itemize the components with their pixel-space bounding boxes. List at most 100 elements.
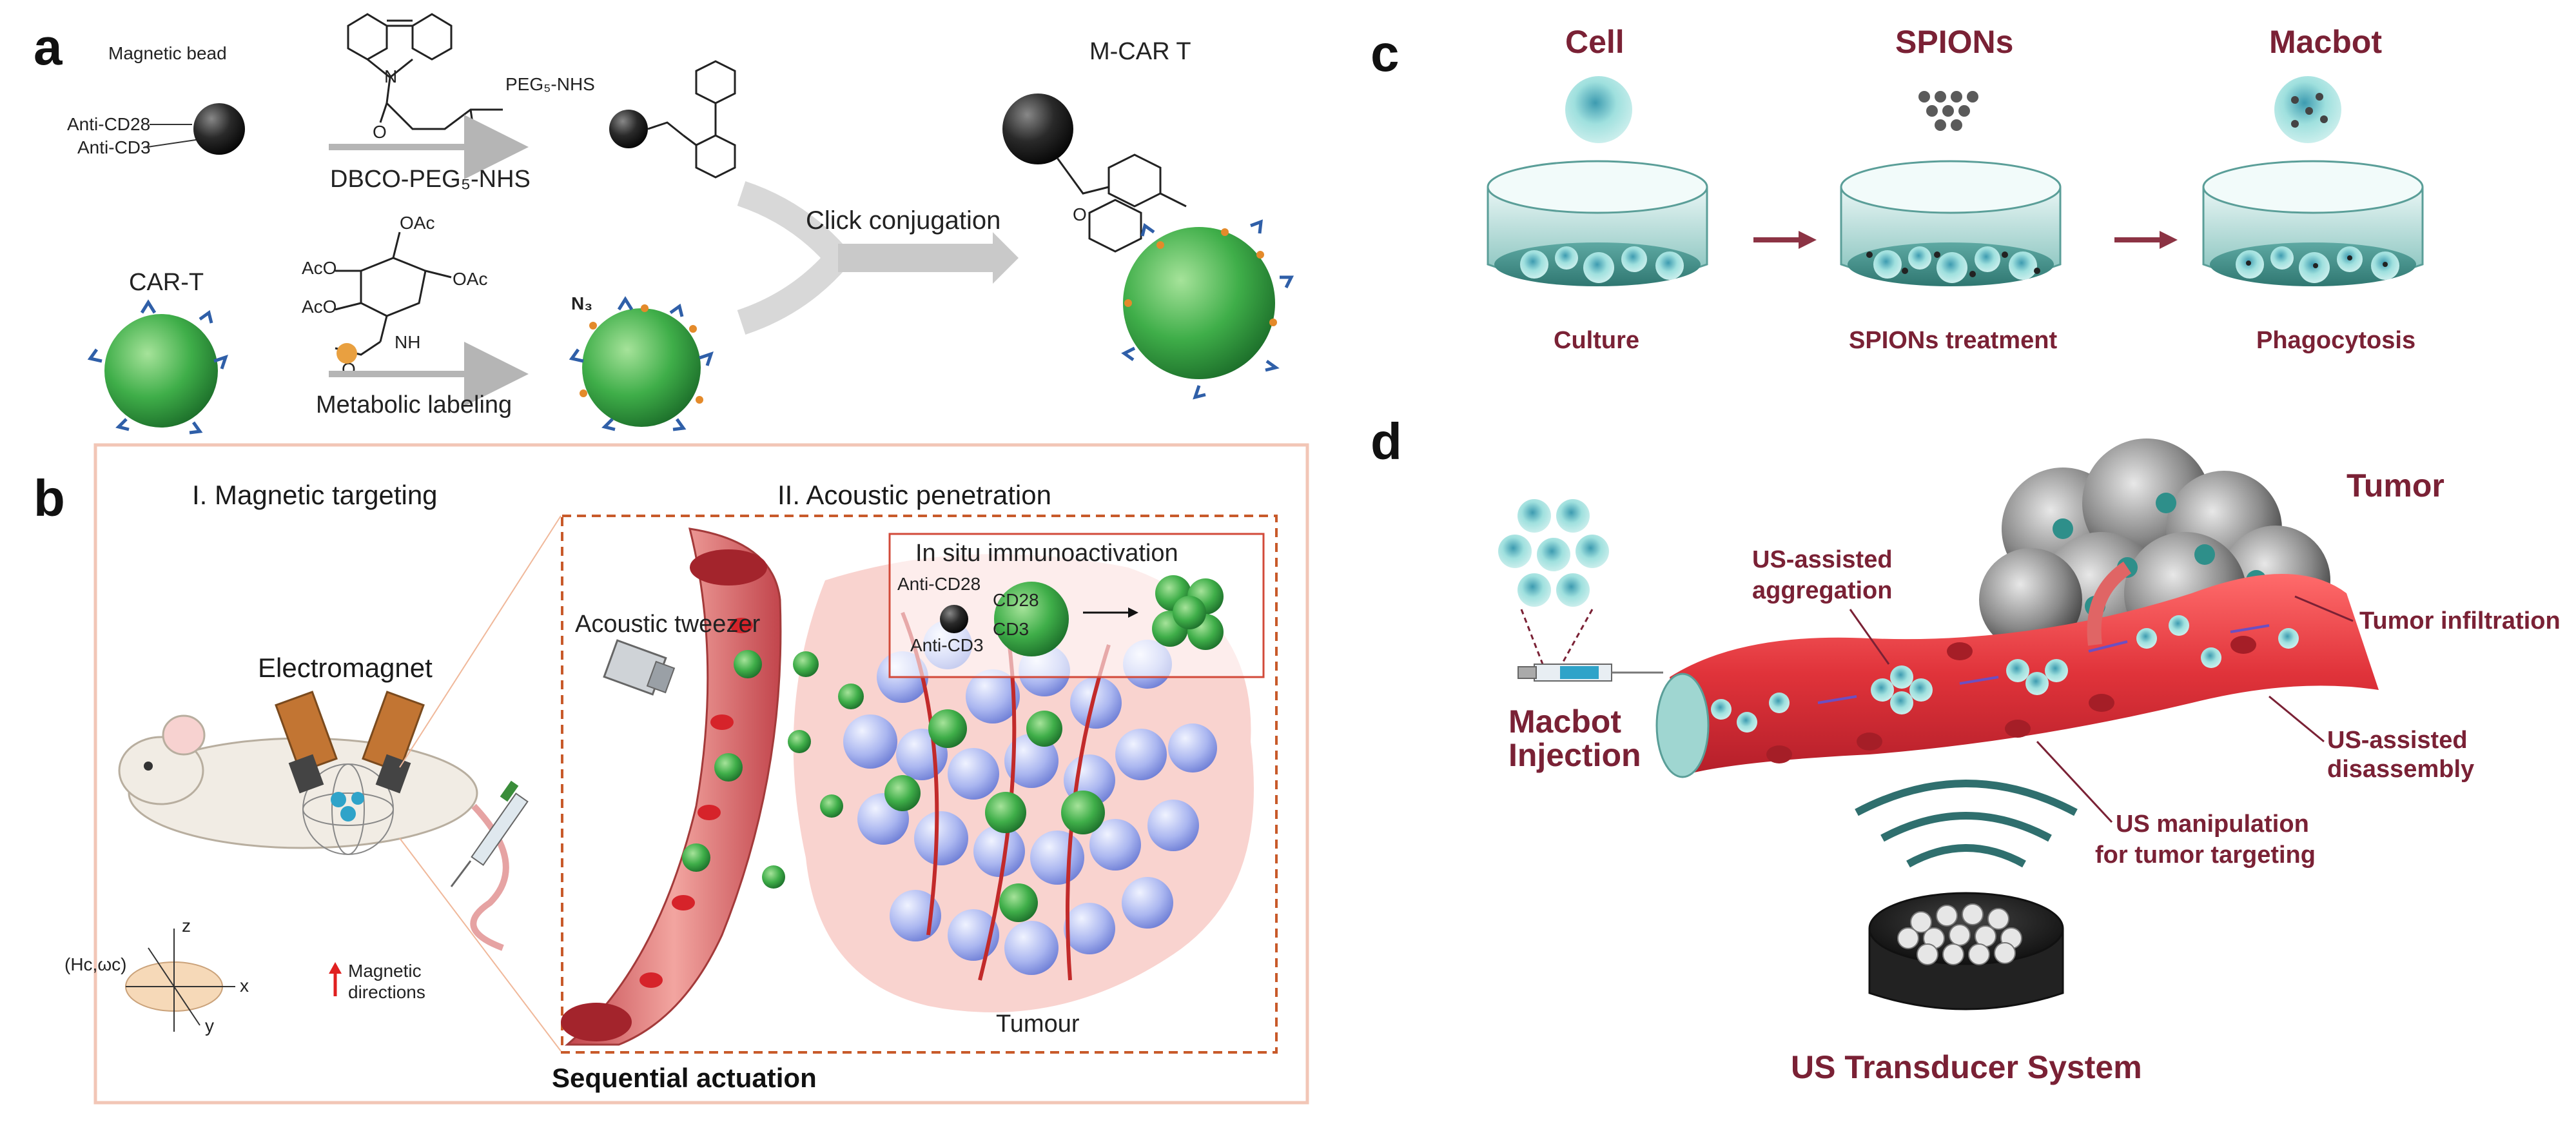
stage-phagocytosis-caption: Phagocytosis: [2256, 327, 2415, 354]
blood-vessel: [564, 527, 782, 1046]
stage-spions-caption: SPIONs treatment: [1849, 327, 2057, 354]
axis-field-label: (Hc,ωc): [64, 954, 127, 974]
macbot-injection-line2: Injection: [1508, 737, 1641, 773]
acoustic-tweezer-label: Acoustic tweezer: [575, 611, 761, 638]
sugar-oac-2: OAc: [453, 269, 487, 289]
immuno-anti-cd28: Anti-CD28: [897, 574, 981, 594]
panel-c: c Cell SPIONs Macbot: [1371, 24, 2424, 354]
panel-b: b I. Magnetic targeting II. Acoustic pen…: [34, 443, 1309, 1105]
dish-culture: [1487, 160, 1708, 286]
axis-x-label: x: [240, 976, 249, 996]
us-aggregation-line2: aggregation: [1752, 577, 1892, 604]
anti-cd3-label: Anti-CD3: [77, 137, 151, 157]
stage-cell-title: Cell: [1565, 24, 1625, 60]
mouse-ear: [162, 714, 206, 756]
immuno-cd28: CD28: [993, 590, 1039, 610]
process-arrows: [1753, 231, 2178, 249]
electromagnet-label: Electromagnet: [258, 653, 433, 683]
activated-car-t-cluster: [1152, 575, 1224, 650]
car-t-label: CAR-T: [129, 269, 204, 296]
azide-label: N₃: [571, 293, 592, 313]
step-magnetic-targeting: I. Magnetic targeting: [192, 480, 438, 510]
vessel-opening: [1655, 673, 1710, 778]
disassembly-pointer: [2269, 695, 2325, 743]
stage-spions-title: SPIONs: [1895, 24, 2013, 60]
m-car-t-cell: [1123, 227, 1275, 379]
stage-culture-caption: Culture: [1554, 327, 1639, 354]
click-conjugation-arrow: [838, 232, 1019, 284]
infiltration-pointer: [2294, 595, 2354, 622]
tumor-infiltration-label: Tumor infiltration: [2359, 607, 2561, 635]
dbco-structure: [347, 13, 503, 133]
car-t-receptors: [87, 299, 228, 435]
anti-cd3-pointer: [142, 139, 200, 148]
m-car-t-azide-dots: [1124, 228, 1277, 326]
immuno-anti-cd3: Anti-CD3: [910, 635, 984, 655]
us-transducer-icon: [1868, 892, 2064, 1010]
in-situ-immunoactivation-label: In situ immunoactivation: [915, 540, 1178, 567]
us-disassembly-line1: US-assisted: [2327, 727, 2468, 754]
peg-nhs-label: PEG₅-NHS: [505, 74, 595, 94]
panel-letter-d: d: [1371, 413, 1402, 470]
sugar-oac-1: OAc: [400, 213, 434, 233]
merge-arrow-top: [737, 181, 848, 267]
metabolic-labeling-label: Metabolic labeling: [316, 391, 512, 418]
inset-pointer-left: [1520, 609, 1545, 668]
m-car-t-o-label: O: [1073, 204, 1087, 224]
keto-o-label-2: O: [469, 133, 483, 153]
m-car-t-label: M-CAR T: [1089, 38, 1191, 65]
bead-dbco-product: [609, 110, 648, 148]
axis-z-label: z: [182, 916, 191, 936]
zoom-line-top: [399, 515, 561, 768]
panel-b-frame: [93, 443, 1309, 1105]
sugar-aco-2: AcO: [302, 297, 337, 317]
azide-labeled-car-t: [582, 308, 701, 427]
tumor-label: Tumor: [2347, 467, 2444, 504]
mouse-tumor-cells: [331, 792, 364, 822]
vessel-lumen-top: [690, 549, 767, 586]
anti-cd28-label: Anti-CD28: [67, 114, 150, 134]
aggregation-pointer: [1849, 609, 1890, 665]
us-aggregation-line1: US-assisted: [1752, 546, 1893, 573]
panel-d: d Macbot Injection Tumor: [1371, 413, 2561, 1085]
ring-n-label: N: [384, 66, 397, 86]
tumor-branch-vessel: [2087, 561, 2132, 646]
immuno-car-t: [994, 582, 1069, 656]
vessel-macbots: [1711, 615, 2299, 733]
immuno-cd3: CD3: [993, 619, 1029, 639]
ultrasound-waves: [1855, 780, 2078, 868]
acoustic-tweezer-icon: [603, 639, 676, 696]
axis-y: [148, 947, 200, 1026]
manipulation-pointer: [2036, 740, 2113, 823]
panel-a: a Magnetic bead Anti-CD28 Anti-CD3 N O O…: [34, 13, 1294, 435]
keto-o-label-1: O: [373, 122, 387, 142]
us-disassembly-line2: disassembly: [2327, 756, 2474, 783]
bead-dbco-linker: [647, 60, 736, 179]
panel-letter-c: c: [1371, 25, 1400, 82]
magnetic-directions-line1: Magnetic: [348, 961, 422, 981]
infiltrating-car-t: [884, 709, 1105, 922]
inset-pointer-right: [1559, 609, 1594, 668]
car-t-cell: [104, 314, 218, 428]
magnetic-directions-line2: directions: [348, 982, 425, 1002]
immuno-bead: [940, 605, 968, 633]
electromagnet-coils: [275, 691, 425, 794]
sugar-nh: NH: [395, 332, 420, 352]
stage-macbot-title: Macbot: [2269, 24, 2382, 60]
dish-spions: [1840, 160, 2062, 286]
zoom-line-bottom: [399, 838, 561, 1052]
tumour-label: Tumour: [996, 1010, 1080, 1038]
vessel-car-t-cells: [682, 650, 864, 889]
labeled-car-t-receptors: [569, 296, 714, 431]
m-car-t-linker: [1056, 153, 1187, 253]
magnetic-bead-label: Magnetic bead: [108, 43, 227, 63]
red-blood-cells: [639, 618, 753, 988]
spions-icon: [1918, 91, 1978, 131]
vessel-rbcs: [1766, 636, 2256, 763]
mouse-eye: [144, 762, 153, 771]
panel-letter-a: a: [34, 18, 63, 75]
us-manipulation-line2: for tumor targeting: [2095, 841, 2316, 869]
axis-y-label: y: [205, 1016, 214, 1036]
panel-letter-b: b: [34, 469, 65, 527]
